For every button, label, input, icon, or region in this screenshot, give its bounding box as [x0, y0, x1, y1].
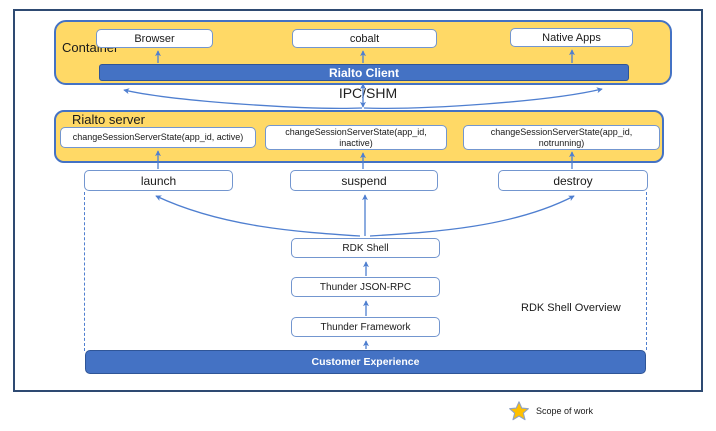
rdk-shell-overview-label: RDK Shell Overview: [521, 302, 621, 314]
native-apps-label: Native Apps: [542, 31, 601, 44]
destroy-label: destroy: [553, 173, 593, 188]
browser-box: Browser: [96, 29, 213, 48]
state-inactive-label: changeSessionServerState(app_id, inactiv…: [285, 126, 427, 148]
thunder-json-rpc-label: Thunder JSON-RPC: [319, 281, 412, 293]
state-inactive-box: changeSessionServerState(app_id, inactiv…: [265, 125, 447, 150]
cobalt-box: cobalt: [292, 29, 437, 48]
rialto-client-label: Rialto Client: [328, 65, 399, 80]
scope-of-work-legend: Scope of work: [509, 401, 593, 421]
thunder-json-rpc-box: Thunder JSON-RPC: [291, 277, 440, 297]
cobalt-label: cobalt: [349, 32, 380, 45]
thunder-framework-box: Thunder Framework: [291, 317, 440, 337]
state-active-box: changeSessionServerState(app_id, active): [60, 127, 256, 148]
suspend-label: suspend: [341, 173, 387, 188]
suspend-box: suspend: [290, 170, 438, 191]
rdk-shell-label: RDK Shell: [342, 242, 389, 254]
customer-experience-label: Customer Experience: [311, 356, 420, 368]
scope-dashed-line-left: [84, 192, 85, 351]
scope-dashed-line-right: [646, 192, 647, 350]
scope-of-work-label: Scope of work: [536, 406, 594, 416]
destroy-box: destroy: [498, 170, 648, 191]
native-apps-box: Native Apps: [510, 28, 633, 47]
state-notrunning-label: changeSessionServerState(app_id, notrunn…: [490, 126, 633, 148]
ipc-shm-label: IPC/SHM: [338, 85, 398, 101]
launch-box: launch: [84, 170, 233, 191]
rialto-client-bar: Rialto Client: [99, 64, 629, 81]
rialto-server-group-label: Rialto server: [72, 112, 145, 127]
launch-label: launch: [140, 173, 177, 188]
state-notrunning-box: changeSessionServerState(app_id, notrunn…: [463, 125, 660, 150]
thunder-framework-label: Thunder Framework: [320, 321, 411, 333]
customer-experience-bar: Customer Experience: [85, 350, 646, 374]
rdk-shell-box: RDK Shell: [291, 238, 440, 258]
state-active-label: changeSessionServerState(app_id, active): [72, 132, 244, 143]
star-icon: [509, 401, 529, 421]
browser-label: Browser: [134, 32, 175, 45]
